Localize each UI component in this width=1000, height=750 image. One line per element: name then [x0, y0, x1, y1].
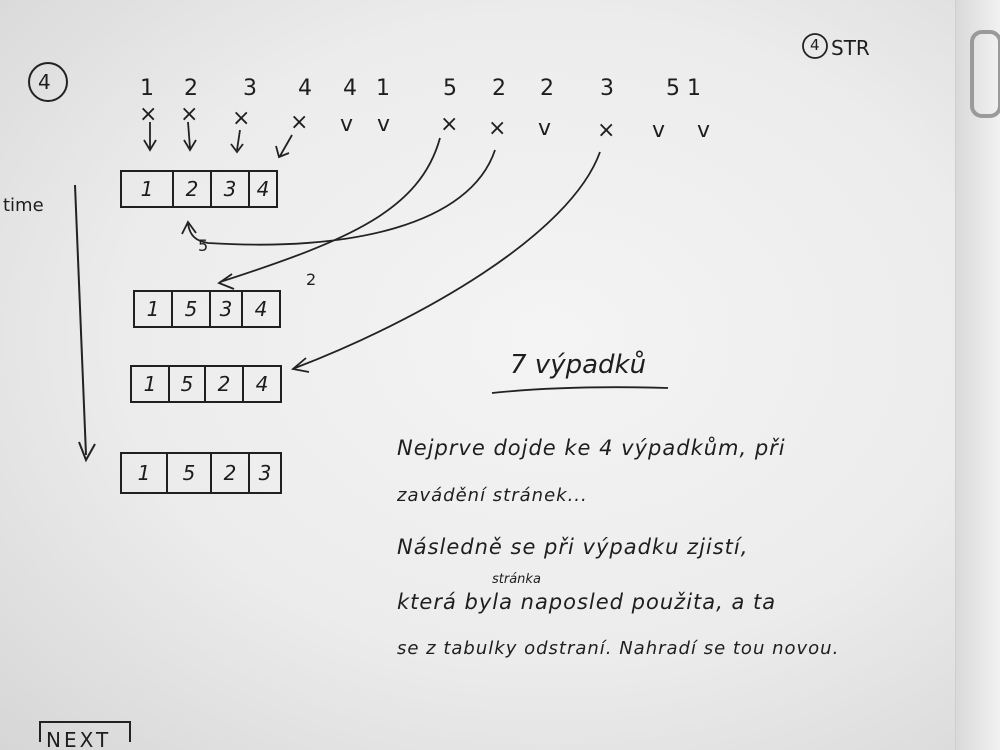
- frame-cell: 2: [212, 454, 250, 492]
- note-insert: stránka: [492, 572, 541, 587]
- frame-cell: 5: [170, 367, 206, 401]
- frame-cell: 4: [256, 177, 270, 201]
- bottom-fragment: NEXT: [46, 728, 112, 750]
- reference-number: 5: [443, 76, 457, 101]
- frame-table: 1 5 2 4: [130, 365, 282, 403]
- frame-cell: 1: [132, 367, 170, 401]
- frame-cell: 2: [206, 367, 244, 401]
- replace-arrow: [294, 151, 601, 369]
- reference-number: 1: [376, 76, 390, 101]
- fault-arrow: [275, 134, 293, 159]
- reference-number: 1: [140, 76, 154, 101]
- frame-table: 1 5 2 3: [120, 452, 282, 494]
- result-title: 7 výpadků: [510, 350, 647, 380]
- frame-cell: 1: [135, 292, 173, 326]
- note-line: která byla naposled použita, a ta: [397, 590, 777, 614]
- frame-cell: 4: [255, 372, 269, 396]
- fault-arrow: [143, 122, 157, 152]
- frame-cell: 5: [168, 454, 212, 492]
- frame-table: 1 5 3 4: [133, 290, 281, 328]
- fault-mark: ×: [290, 110, 309, 135]
- reference-number: 3: [600, 76, 614, 101]
- fault-mark: ×: [440, 112, 459, 137]
- note-line: zavádění stránek...: [397, 485, 588, 506]
- binder-ring: [970, 30, 1000, 118]
- fault-mark: ×: [488, 116, 507, 141]
- frame-cell: 5: [173, 292, 211, 326]
- title-underline: [491, 386, 669, 394]
- header-tag: 4: [810, 36, 820, 54]
- fault-arrow: [230, 129, 244, 154]
- note-line: se z tabulky odstraní. Nahradí se tou no…: [397, 638, 840, 659]
- reference-number: 3: [243, 76, 257, 101]
- hit-mark: v: [652, 118, 666, 143]
- reference-number: 4: [298, 76, 312, 101]
- reference-number: 4: [343, 76, 357, 101]
- header-suffix: STR: [831, 36, 870, 60]
- frame-cell: 2: [174, 172, 212, 206]
- time-label: time: [3, 195, 44, 216]
- frame-table: 1 2 3 4: [120, 170, 278, 208]
- note-line: Nejprve dojde ke 4 výpadkům, při: [397, 436, 786, 460]
- replace-arrowhead: [217, 273, 235, 290]
- fault-arrow: [183, 121, 197, 152]
- frame-cell: 3: [212, 172, 250, 206]
- fault-mark: ×: [139, 102, 158, 127]
- reference-number: 2: [540, 76, 554, 101]
- frame-cell: 1: [122, 172, 174, 206]
- frame-cell: 3: [211, 292, 243, 326]
- replace-arrowhead: [290, 357, 310, 373]
- hit-mark: v: [697, 118, 711, 143]
- replace-arrowhead: [181, 220, 197, 235]
- hit-mark: v: [538, 116, 552, 141]
- header-circle-outline: [802, 33, 828, 59]
- note-line: Následně se při výpadku zjistí,: [397, 535, 749, 559]
- reference-number: 2: [184, 76, 198, 101]
- hit-mark: v: [340, 112, 354, 137]
- arrow-label: 2: [306, 270, 317, 289]
- circled-number: 4: [38, 70, 51, 94]
- frame-cell: 1: [122, 454, 168, 492]
- fault-mark: ×: [232, 106, 251, 131]
- arrow-label: 5: [198, 236, 209, 255]
- fault-mark: ×: [180, 102, 199, 127]
- replace-arrow: [219, 137, 441, 283]
- time-axis: [74, 184, 87, 456]
- circle-outline: [28, 62, 68, 102]
- binder-edge: [955, 0, 1000, 750]
- reference-number: 2: [492, 76, 506, 101]
- reference-number: 5: [666, 76, 680, 101]
- frame-cell: 4: [254, 297, 268, 321]
- reference-number: 1: [687, 76, 701, 101]
- frame-cell: 3: [258, 461, 272, 485]
- next-box: [39, 721, 131, 742]
- time-axis-arrowhead: [78, 441, 96, 463]
- fault-mark: ×: [597, 118, 616, 143]
- hit-mark: v: [377, 112, 391, 137]
- replace-arrow: [187, 149, 496, 246]
